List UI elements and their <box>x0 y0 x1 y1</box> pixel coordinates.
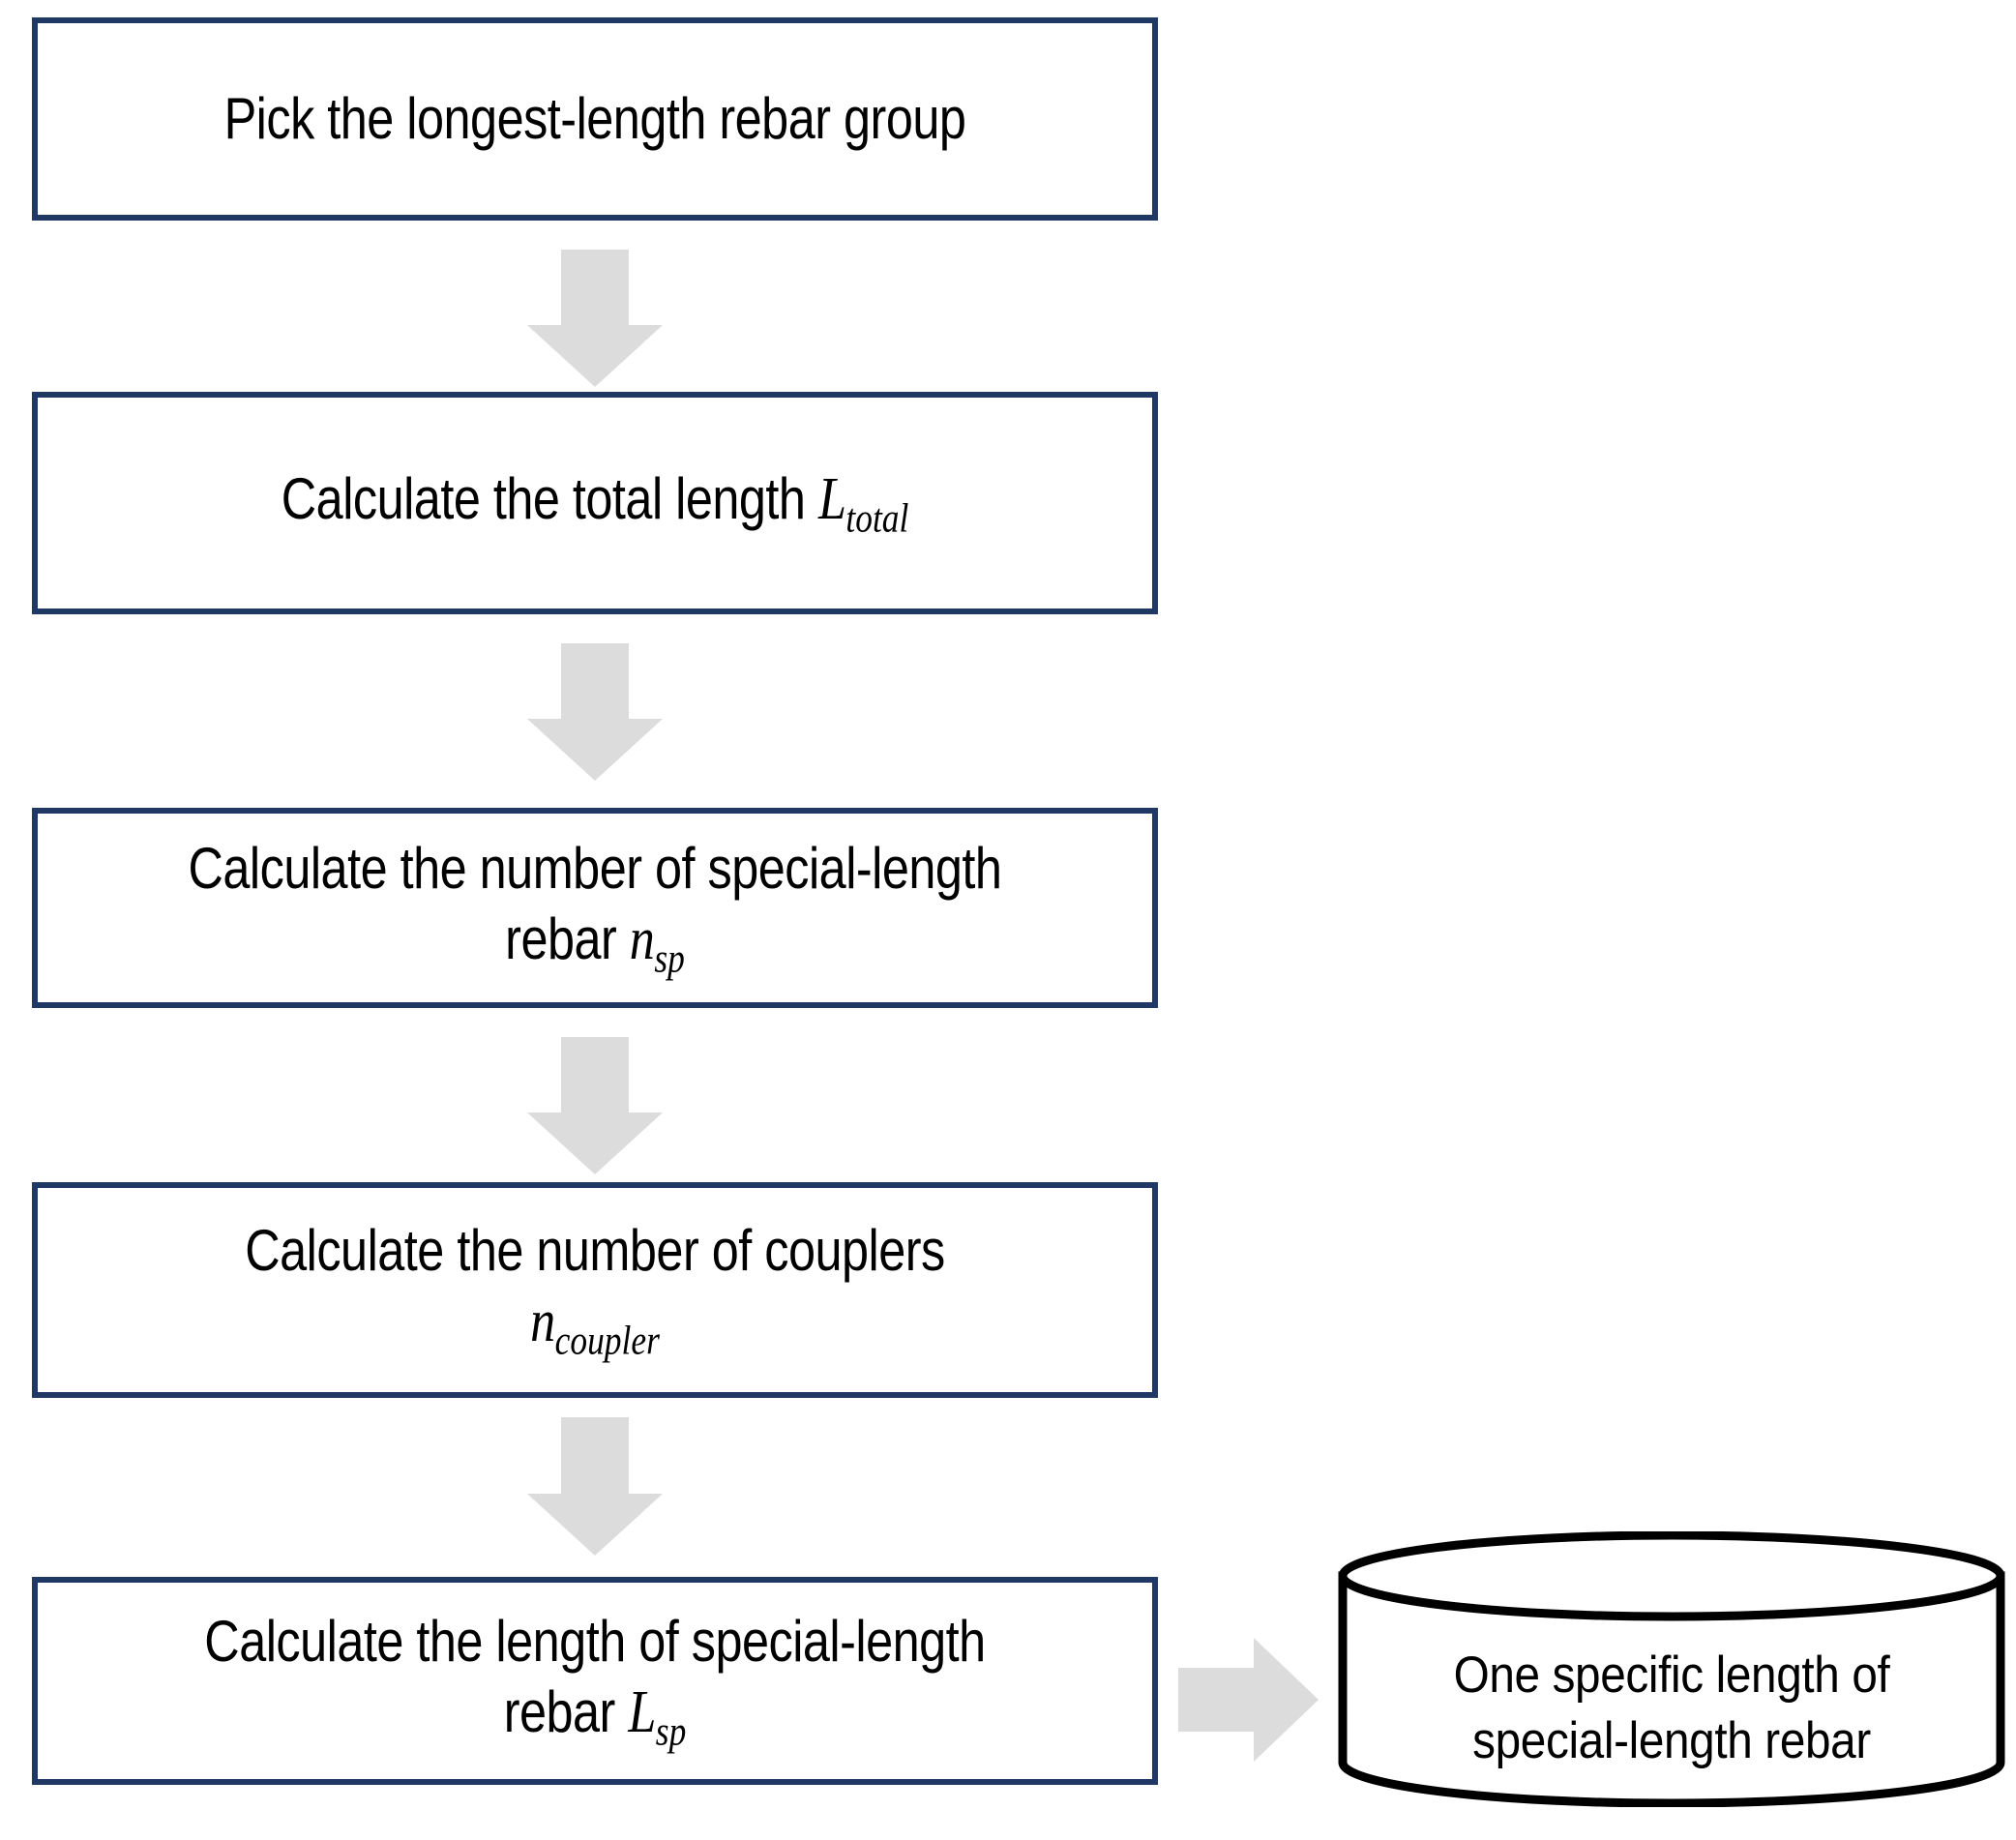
process-box-step-1-text: Pick the longest-length rebar group <box>189 83 1001 154</box>
step-3-line1: Calculate the number of special- <box>188 835 873 901</box>
step-1-line2: group <box>844 86 966 152</box>
output-cylinder[interactable]: One specific length of special-length re… <box>1338 1531 2005 1807</box>
arrow-down-1-head <box>527 325 663 387</box>
arrow-down-2-shaft <box>561 643 629 719</box>
output-line1: One specific length of <box>1453 1647 1890 1704</box>
arrow-down-3-shaft <box>561 1037 629 1113</box>
step-4-line1: Calculate the number of couplers <box>245 1217 945 1283</box>
step-5-line2: length rebar <box>503 1608 987 1744</box>
arrow-down-1-shaft <box>561 250 629 325</box>
process-box-step-2-text: Calculate the total length Ltotal <box>282 463 909 544</box>
step-1-line1: Pick the longest-length rebar <box>223 86 831 152</box>
cylinder-top-ellipse <box>1338 1531 2005 1621</box>
step-4-variable-base: n <box>530 1288 555 1354</box>
process-box-step-5[interactable]: Calculate the length of special-length r… <box>32 1577 1158 1785</box>
arrow-down-4-head <box>527 1494 663 1556</box>
cylinder-body <box>1338 1571 2005 1807</box>
process-box-step-4-text: Calculate the number of couplers ncouple… <box>148 1215 1042 1366</box>
step-2-variable-subscript: total <box>845 494 909 541</box>
process-box-step-4[interactable]: Calculate the number of couplers ncouple… <box>32 1182 1158 1398</box>
process-box-step-3[interactable]: Calculate the number of special-length r… <box>32 808 1158 1008</box>
arrow-down-1 <box>527 250 663 387</box>
step-3-line2: length rebar <box>505 835 1002 971</box>
arrow-down-3-head <box>527 1113 663 1174</box>
output-line2: special-length rebar <box>1472 1711 1871 1769</box>
step-3-variable-base: n <box>629 905 655 972</box>
step-4-variable: ncoupler <box>530 1288 660 1363</box>
arrow-down-2-head <box>527 719 663 781</box>
arrow-down-4-shaft <box>561 1417 629 1494</box>
step-5-variable-base: L <box>628 1678 656 1745</box>
arrow-down-2 <box>527 643 663 781</box>
arrow-right-5 <box>1178 1638 1319 1762</box>
step-2-variable: Ltotal <box>817 465 908 541</box>
step-5-variable: Lsp <box>628 1678 686 1754</box>
process-box-step-3-text: Calculate the number of special-length r… <box>156 833 1033 984</box>
step-5-variable-subscript: sp <box>655 1708 687 1755</box>
cylinder-shape <box>1338 1531 2005 1807</box>
step-2-variable-base: L <box>817 465 846 532</box>
output-cylinder-label: One specific length of special-length re… <box>1372 1643 1972 1774</box>
step-5-line1: Calculate the length of special- <box>204 1608 856 1674</box>
process-box-step-1[interactable]: Pick the longest-length rebar group <box>32 17 1158 221</box>
arrow-down-4 <box>527 1417 663 1556</box>
step-3-variable: nsp <box>629 905 685 981</box>
step-3-variable-subscript: sp <box>654 935 685 982</box>
arrow-down-3 <box>527 1037 663 1174</box>
arrow-right-5-shaft <box>1178 1668 1254 1732</box>
process-box-step-5-text: Calculate the length of special-length r… <box>156 1606 1033 1757</box>
step-2-line1: Calculate the total length <box>281 465 818 531</box>
arrow-right-5-head <box>1254 1638 1319 1762</box>
step-4-variable-subscript: coupler <box>554 1318 660 1364</box>
process-box-step-2[interactable]: Calculate the total length Ltotal <box>32 392 1158 614</box>
